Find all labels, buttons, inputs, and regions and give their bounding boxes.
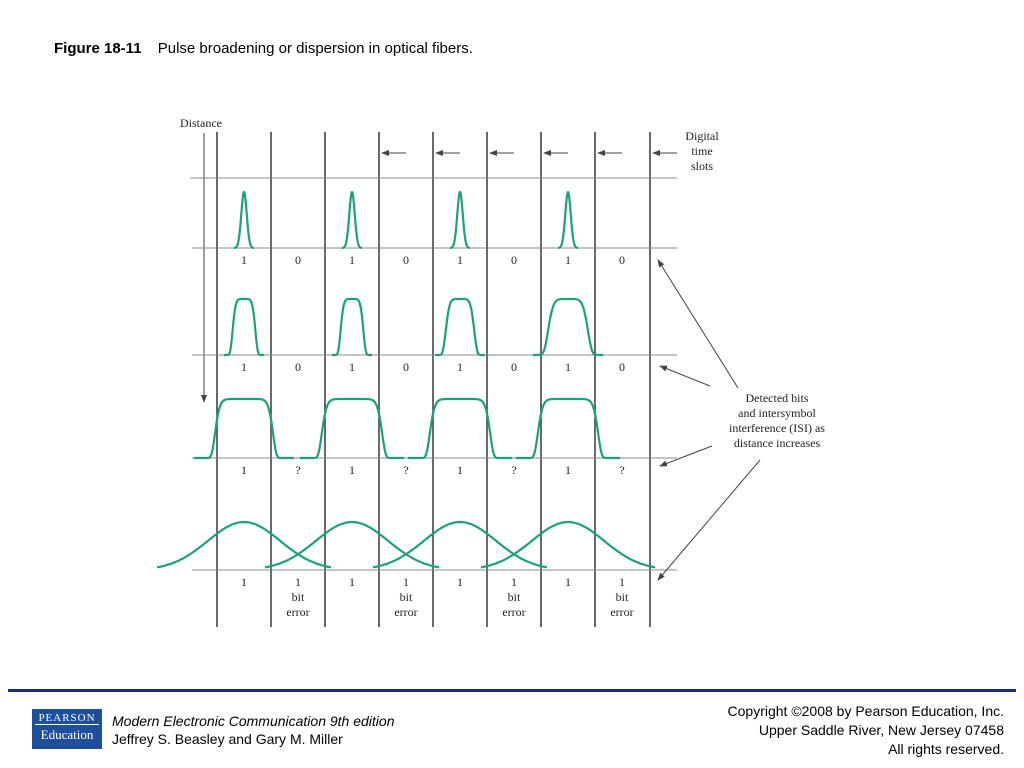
isi-annotation: Detected bits and intersymbol interferen… (729, 391, 825, 450)
pulse-row-2-2 (408, 397, 512, 460)
bit-label-row-1-6: 1 (565, 360, 571, 374)
bit-error-label-5-0: bit (508, 590, 521, 604)
bit-label-row-3-4: 1 (457, 575, 463, 589)
pulse-row-0-1 (341, 190, 363, 249)
figure-number: Figure 18-11 (54, 40, 142, 57)
figure-caption: Figure 18-11 Pulse broadening or dispers… (54, 40, 473, 57)
bit-label-row-3-3: 1 (403, 575, 409, 589)
annotation-line-1: Detected bits (746, 391, 809, 405)
bit-error-label-3-0: bit (400, 590, 413, 604)
bit-label-row-2-5: ? (511, 463, 516, 477)
copyright-notice: Copyright ©2008 by Pearson Education, In… (728, 702, 1004, 759)
bit-label-row-2-1: ? (295, 463, 300, 477)
pulse-row-3-1 (264, 520, 440, 569)
annotation-pointer-1 (659, 365, 711, 387)
pulse-row-3-2 (372, 520, 548, 569)
bit-label-row-1-4: 1 (457, 360, 463, 374)
annotation-pointers (657, 259, 761, 581)
bit-label-row-0-5: 0 (511, 253, 517, 267)
dispersion-diagram: Distance Digital time slots Detected bit… (156, 116, 825, 627)
bit-label-row-1-7: 0 (619, 360, 625, 374)
bit-label-row-1-2: 1 (349, 360, 355, 374)
pulse-row-0-3 (557, 190, 579, 249)
copyright-line-1: Copyright ©2008 by Pearson Education, In… (727, 703, 1004, 719)
pulse-row-1-0 (223, 297, 265, 357)
pulse-row-2-1 (300, 397, 404, 460)
pulse-row-0-0 (233, 190, 255, 249)
digital-time-slots-label: Digital time slots (685, 129, 719, 173)
annotation-line-2: and intersymbol (738, 406, 816, 420)
bit-label-row-0-2: 1 (349, 253, 355, 267)
bit-error-label-1-1: error (286, 605, 309, 619)
bit-label-row-0-0: 1 (241, 253, 247, 267)
bit-label-row-3-0: 1 (241, 575, 247, 589)
time-slots-line-1: Digital (685, 129, 719, 143)
bit-label-row-0-7: 0 (619, 253, 625, 267)
bit-error-label-7-0: bit (616, 590, 629, 604)
annotation-line-4: distance increases (734, 436, 821, 450)
bit-label-row-0-6: 1 (565, 253, 571, 267)
time-slots-line-2: time (691, 144, 712, 158)
pulse-row-3-0 (156, 520, 332, 569)
pulse-row-1-2 (434, 297, 486, 357)
pulse-row-1-3 (532, 297, 604, 357)
bit-label-row-0-1: 0 (295, 253, 301, 267)
footer-rule (8, 689, 1016, 692)
bit-label-row-1-0: 1 (241, 360, 247, 374)
pearson-logo: PEARSON Education (32, 709, 102, 749)
annotation-pointer-2 (659, 445, 713, 467)
copyright-line-2: Upper Saddle River, New Jersey 07458 (758, 722, 1004, 738)
bit-label-row-1-3: 0 (403, 360, 409, 374)
bit-label-row-1-5: 0 (511, 360, 517, 374)
pulse-row-2-0 (194, 397, 294, 460)
bit-label-row-2-7: ? (619, 463, 624, 477)
annotation-pointer-3 (657, 459, 761, 581)
figure-title: Pulse broadening or dispersion in optica… (157, 40, 473, 57)
bit-label-row-2-0: 1 (241, 463, 247, 477)
bit-label-row-3-6: 1 (565, 575, 571, 589)
bit-error-label-5-1: error (502, 605, 525, 619)
bit-error-label-7-1: error (610, 605, 633, 619)
book-authors: Jeffrey S. Beasley and Gary M. Miller (112, 731, 343, 747)
bit-label-row-3-5: 1 (511, 575, 517, 589)
logo-bottom-text: Education (40, 727, 94, 742)
logo-top-text: PEARSON (35, 709, 99, 725)
annotation-line-3: interference (ISI) as (729, 421, 825, 435)
book-info: Modern Electronic Communication 9th edit… (112, 712, 394, 748)
pulse-row-1-1 (331, 297, 373, 357)
pulse-row-3-3 (480, 520, 656, 569)
distance-label: Distance (180, 116, 222, 130)
pulse-row-2-3 (516, 397, 620, 460)
bit-label-row-0-3: 0 (403, 253, 409, 267)
copyright-line-3: All rights reserved. (888, 741, 1004, 757)
annotation-pointer-0 (657, 259, 739, 389)
pulse-waveforms (156, 190, 656, 569)
bit-label-row-2-6: 1 (565, 463, 571, 477)
bit-error-label-3-1: error (394, 605, 417, 619)
pulse-row-0-2 (449, 190, 471, 249)
bit-label-row-3-1: 1 (295, 575, 301, 589)
bit-error-label-1-0: bit (292, 590, 305, 604)
bit-label-row-2-3: ? (403, 463, 408, 477)
bit-label-row-2-4: 1 (457, 463, 463, 477)
bit-label-row-1-1: 0 (295, 360, 301, 374)
bit-label-row-3-2: 1 (349, 575, 355, 589)
bit-label-row-0-4: 1 (457, 253, 463, 267)
bit-label-row-2-2: 1 (349, 463, 355, 477)
time-slot-grid (190, 132, 677, 627)
time-slots-line-3: slots (691, 159, 713, 173)
bit-label-row-3-7: 1 (619, 575, 625, 589)
book-title: Modern Electronic Communication 9th edit… (112, 713, 395, 729)
